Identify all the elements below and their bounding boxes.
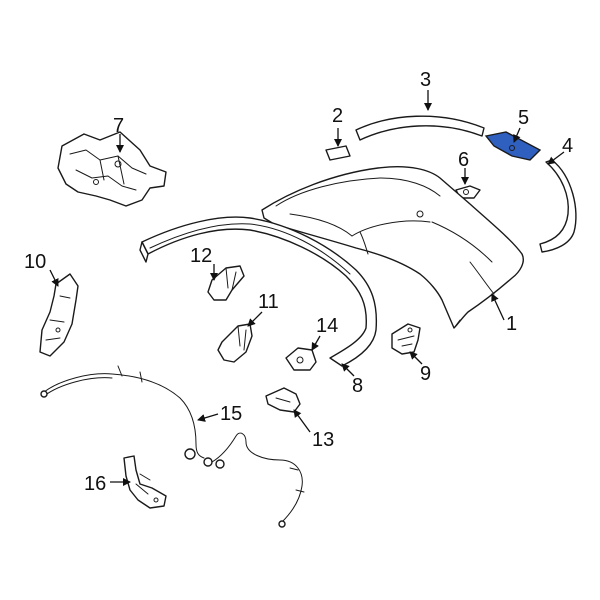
callout-12: 12 bbox=[190, 245, 212, 267]
callout-labels: 1 2 3 4 5 6 7 8 9 10 11 12 13 14 15 16 bbox=[24, 69, 573, 495]
callout-10: 10 bbox=[24, 251, 46, 273]
part-9-latch bbox=[391, 323, 421, 355]
part-10-bracket bbox=[39, 273, 79, 357]
callout-5: 5 bbox=[518, 107, 529, 129]
leader-9 bbox=[409, 351, 423, 365]
part-13-bracket bbox=[265, 387, 301, 413]
callout-3: 3 bbox=[420, 69, 431, 91]
part-12-bracket bbox=[207, 265, 245, 301]
part-11-bracket bbox=[217, 323, 253, 363]
leader-11 bbox=[247, 311, 263, 327]
callout-2: 2 bbox=[332, 105, 343, 127]
callout-9: 9 bbox=[420, 363, 431, 385]
leader-15 bbox=[197, 413, 219, 422]
leader-8 bbox=[341, 363, 355, 377]
callout-1: 1 bbox=[506, 313, 517, 335]
callout-7: 7 bbox=[113, 115, 124, 137]
leader-lines bbox=[49, 90, 565, 486]
callout-8: 8 bbox=[352, 375, 363, 397]
part-5-highlighted bbox=[484, 131, 542, 161]
callout-16: 16 bbox=[84, 473, 106, 495]
leader-13 bbox=[293, 409, 311, 433]
part-1-top-cover bbox=[261, 166, 524, 329]
part-16-bracket bbox=[123, 455, 167, 509]
part-3-strip bbox=[355, 115, 485, 141]
callout-15: 15 bbox=[220, 403, 242, 425]
part-15-cable-harness bbox=[40, 365, 305, 528]
callout-4: 4 bbox=[562, 135, 573, 157]
leader-14 bbox=[311, 335, 321, 351]
part-7-bracket bbox=[57, 131, 167, 207]
leader-4 bbox=[547, 151, 565, 165]
leader-10 bbox=[49, 269, 59, 287]
leader-1 bbox=[491, 293, 505, 321]
callout-11: 11 bbox=[258, 291, 279, 313]
part-4-strip bbox=[539, 159, 577, 253]
part-14-mount bbox=[285, 347, 317, 371]
part-2-pad bbox=[325, 145, 351, 161]
callout-13: 13 bbox=[312, 429, 334, 451]
callout-6: 6 bbox=[458, 149, 469, 171]
callout-14: 14 bbox=[316, 315, 338, 337]
leader-5 bbox=[513, 127, 521, 143]
